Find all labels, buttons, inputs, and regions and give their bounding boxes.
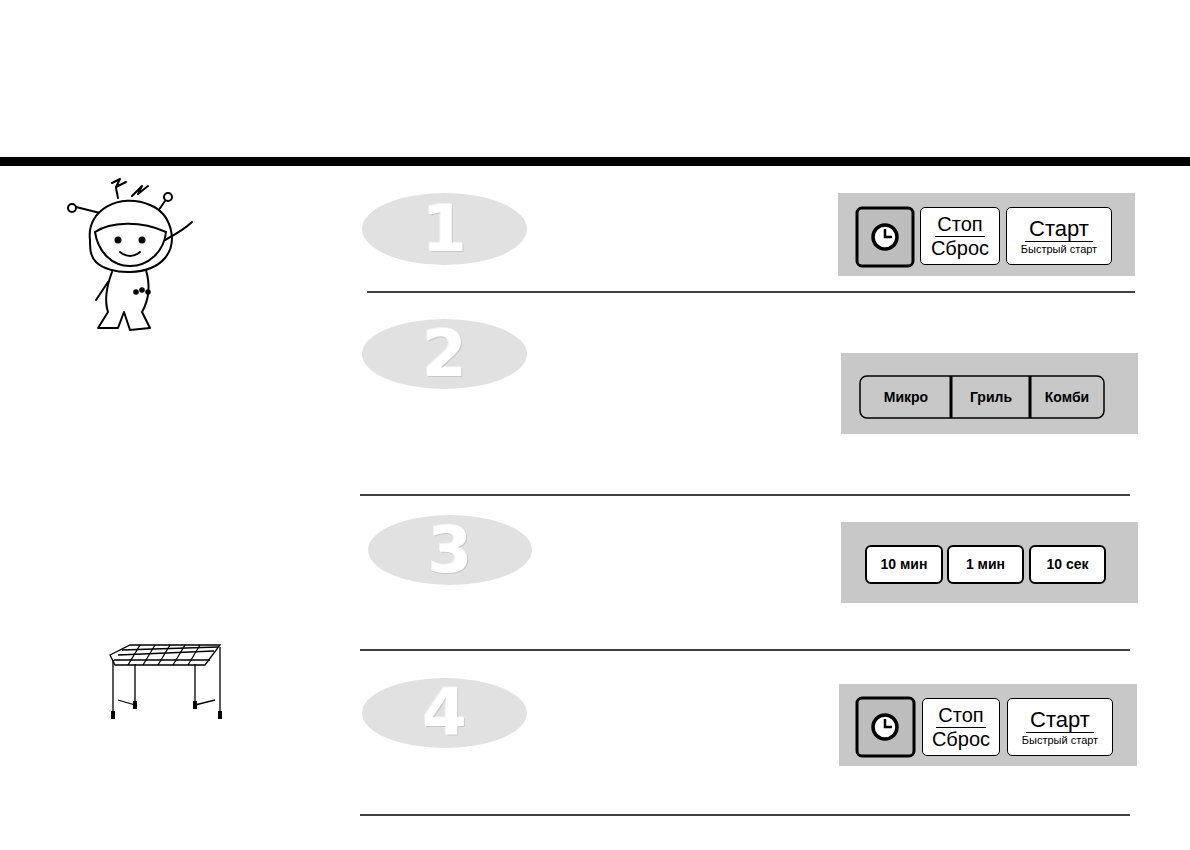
button-label: Гриль [970, 390, 1012, 405]
mode-segment: Гриль [953, 378, 1029, 416]
start-button: СтартБыстрый старт [1007, 698, 1113, 756]
stop-reset-button: СтопСброс [920, 207, 1000, 265]
time-button: 1 мин [947, 545, 1024, 584]
time-button: 10 сек [1029, 545, 1106, 584]
button-label: Старт [1025, 217, 1093, 242]
button-label: Стоп [936, 705, 985, 728]
step-number: 4 [362, 678, 527, 748]
step-number: 2 [362, 319, 527, 389]
button-label: 1 [422, 197, 467, 261]
button-sublabel: Сброс [932, 728, 990, 750]
header-bar [0, 157, 1190, 166]
step-number: 3 [368, 515, 532, 585]
button-label: Стоп [935, 214, 984, 237]
button-label: Старт [1026, 708, 1094, 733]
rack-feet [111, 701, 222, 719]
step-number: 1 [362, 193, 527, 265]
button-label: 4 [422, 681, 467, 745]
button-label: 2 [422, 322, 467, 386]
stop-reset-button: СтопСброс [922, 698, 1000, 756]
rack-illustration [110, 645, 220, 716]
button-sublabel: Быстрый старт [1021, 242, 1097, 256]
button-label: Комби [1045, 390, 1089, 405]
time-button: 10 мин [865, 545, 943, 584]
button-label: 3 [428, 518, 473, 582]
start-button: СтартБыстрый старт [1006, 207, 1112, 265]
button-label: Микро [884, 390, 928, 405]
mode-segment: Комби [1032, 378, 1102, 416]
button-label: 10 сек [1046, 557, 1088, 572]
button-label: 10 мин [881, 557, 928, 572]
clock-button [857, 698, 914, 756]
button-panels [838, 193, 1138, 766]
button-sublabel: Быстрый старт [1022, 733, 1098, 747]
button-sublabel: Сброс [931, 237, 989, 259]
mode-selector-outline [860, 376, 1104, 418]
button-label: 1 мин [966, 557, 1005, 572]
clock-button [857, 208, 913, 266]
mascot-illustration [68, 179, 192, 330]
mode-segment: Микро [862, 378, 950, 416]
